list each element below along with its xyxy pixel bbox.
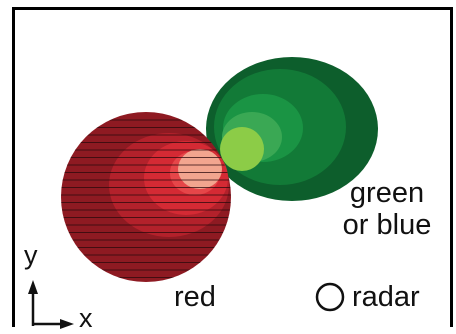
red-sphere-highlight xyxy=(178,149,222,189)
green-label-line2: or blue xyxy=(313,209,456,241)
radar-label: radar xyxy=(352,281,420,313)
radar-icon xyxy=(317,284,343,310)
y-axis-label: y xyxy=(24,239,38,271)
axes-icon xyxy=(28,280,74,329)
green-or-blue-label: green or blue xyxy=(313,177,456,241)
red-label: red xyxy=(174,281,216,313)
x-axis-label: x xyxy=(79,302,93,334)
green-sphere-highlight xyxy=(220,127,264,171)
green-label-line1: green xyxy=(313,177,456,209)
